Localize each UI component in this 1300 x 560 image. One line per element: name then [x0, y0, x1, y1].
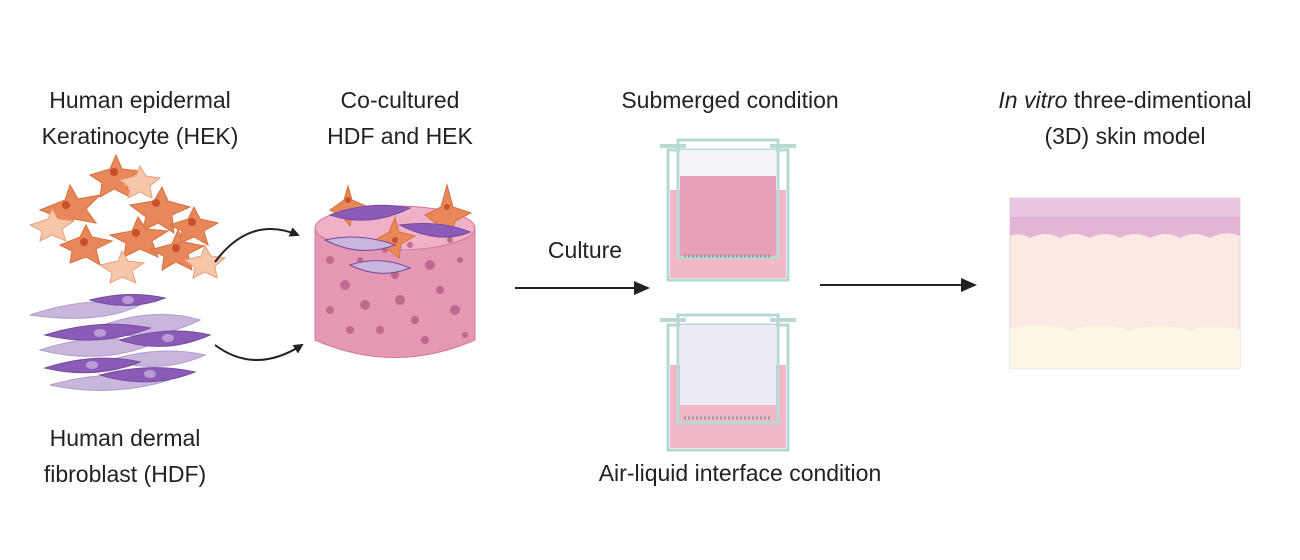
keratinocyte-cells-icon	[28, 153, 227, 284]
fibroblast-cells-icon	[29, 293, 212, 391]
submerged-transwell-icon	[660, 138, 796, 282]
skin-model-icon	[1009, 197, 1241, 369]
hek-label-line2: Keratinocyte (HEK)	[41, 123, 239, 149]
cocultured-scaffold-icon	[314, 183, 476, 358]
cocultured-label-line2: HDF and HEK	[327, 123, 473, 149]
keratinocyte-to-scaffold-arrow	[214, 227, 300, 263]
cocultured-label-line1: Co-cultured	[340, 87, 460, 113]
hdf-label-line2: fibroblast (HDF)	[43, 461, 207, 487]
in-vitro-text: In vitro	[998, 87, 1068, 113]
skin-model-label-line2: (3D) skin model	[1044, 123, 1206, 149]
fibroblast-to-scaffold-arrow	[214, 343, 304, 361]
culture-label: Culture	[547, 237, 623, 263]
skin-model-label-line1: In vitro three-dimentional	[975, 82, 1275, 118]
cocultured-label: Co-cultured HDF and HEK	[285, 82, 515, 154]
air-liquid-interface-label: Air-liquid interface condition	[598, 460, 882, 486]
hek-label: Human epidermal Keratinocyte (HEK)	[20, 82, 260, 154]
air-liquid-transwell-icon	[660, 313, 796, 452]
hdf-label-line1: Human dermal	[49, 425, 201, 451]
three-dimentional-text: three-dimentional	[1067, 87, 1252, 113]
skin-model-label: In vitro three-dimentional (3D) skin mod…	[975, 82, 1275, 154]
submerged-condition-label: Submerged condition	[621, 87, 839, 113]
hek-label-line1: Human epidermal	[49, 87, 231, 113]
hdf-label: Human dermal fibroblast (HDF)	[10, 420, 240, 492]
